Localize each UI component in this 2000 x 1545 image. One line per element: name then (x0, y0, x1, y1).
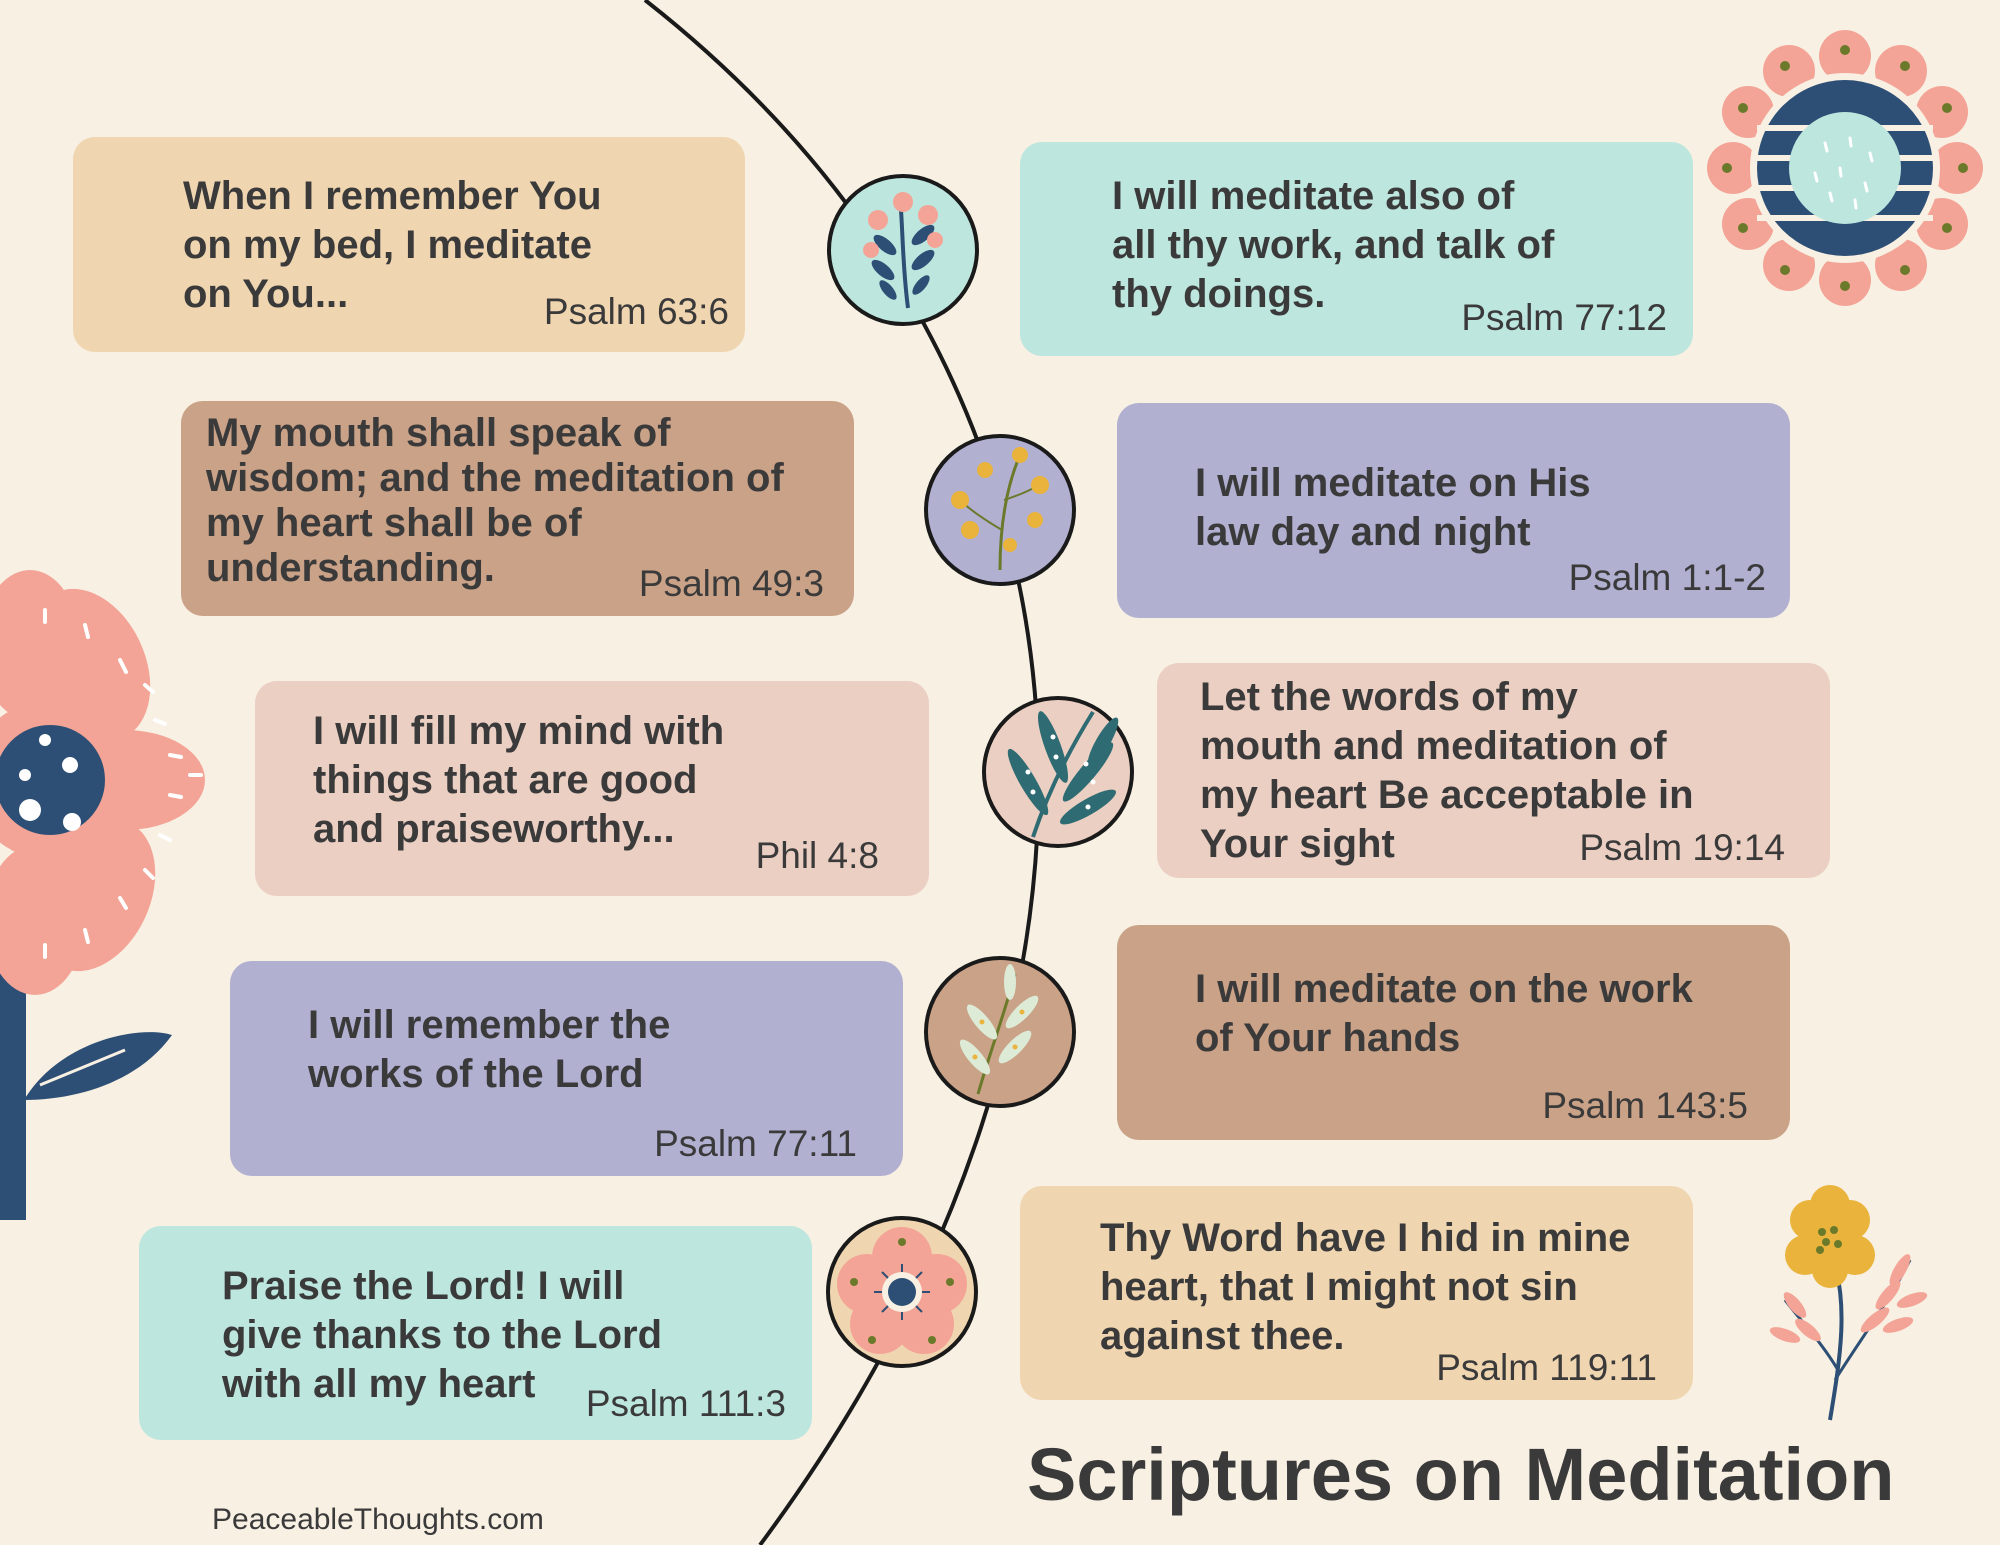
scripture-quote: I will fill my mind with things that are… (313, 709, 725, 851)
scripture-quote: I will remember the works of the Lord (308, 1003, 671, 1096)
scripture-card-psalm-119-11: Thy Word have I hid in mine heart, that … (1020, 1186, 1693, 1400)
page-title: Scriptures on Meditation (1027, 1433, 1895, 1516)
scripture-card-psalm-63-6: When I remember You on my bed, I meditat… (73, 137, 745, 352)
scripture-reference: Psalm 19:14 (1579, 827, 1785, 868)
scripture-card-psalm-111-3: Praise the Lord! I will give thanks to t… (139, 1226, 812, 1440)
scripture-reference: Psalm 119:11 (1436, 1347, 1657, 1388)
scripture-quote: When I remember You on my bed, I meditat… (183, 174, 602, 316)
scripture-reference: Psalm 111:3 (585, 1383, 786, 1424)
sun-flower-icon (1707, 30, 1983, 306)
scripture-card-psalm-77-12: I will meditate also of all thy work, an… (1020, 142, 1693, 356)
flower-sprig-icon (863, 192, 943, 309)
scripture-quote: I will meditate on the work of Your hand… (1195, 967, 1693, 1060)
yellow-flower-sprig-icon (1769, 1185, 1928, 1421)
scripture-reference: Psalm 143:5 (1542, 1085, 1748, 1126)
scripture-card-psalm-19-14: Let the words of my mouth and meditation… (1157, 663, 1830, 878)
scripture-reference: Psalm 1:1-2 (1568, 557, 1766, 598)
medallion-4 (924, 956, 1076, 1108)
scripture-card-psalm-1-1-2: I will meditate on His law day and night… (1117, 403, 1790, 618)
olive-leaf-icon (959, 964, 1039, 1095)
scripture-quote: Praise the Lord! I will give thanks to t… (222, 1264, 663, 1406)
scripture-quote: Let the words of my mouth and meditation… (1200, 675, 1694, 866)
medallion-5 (826, 1216, 978, 1368)
scripture-card-psalm-143-5: I will meditate on the work of Your hand… (1117, 925, 1790, 1140)
scripture-quote: My mouth shall speak of wisdom; and the … (206, 411, 784, 590)
scripture-quote: Thy Word have I hid in mine heart, that … (1100, 1216, 1631, 1358)
website-credit: PeaceableThoughts.com (212, 1503, 544, 1536)
scripture-quote: I will meditate on His law day and night (1195, 461, 1591, 554)
scripture-reference: Psalm 63:6 (543, 291, 729, 332)
scripture-card-psalm-49-3: My mouth shall speak of wisdom; and the … (181, 401, 854, 616)
yellow-flower-sprig-icon (951, 447, 1049, 571)
scripture-quote: I will meditate also of all thy work, an… (1112, 174, 1555, 316)
scripture-reference: Psalm 77:12 (1461, 297, 1667, 338)
scripture-reference: Phil 4:8 (755, 835, 879, 876)
scripture-reference: Psalm 77:11 (654, 1123, 857, 1164)
scripture-reference: Psalm 49:3 (638, 563, 824, 604)
pink-flower-icon (837, 1227, 967, 1354)
large-coral-flower-icon (0, 570, 205, 1220)
medallion-3 (982, 696, 1134, 848)
medallion-1 (827, 174, 979, 326)
medallion-2 (924, 434, 1076, 586)
leaf-frond-icon (1007, 710, 1119, 838)
scripture-card-phil-4-8: I will fill my mind with things that are… (255, 681, 929, 896)
scripture-card-psalm-77-11: I will remember the works of the Lord Ps… (230, 961, 903, 1176)
